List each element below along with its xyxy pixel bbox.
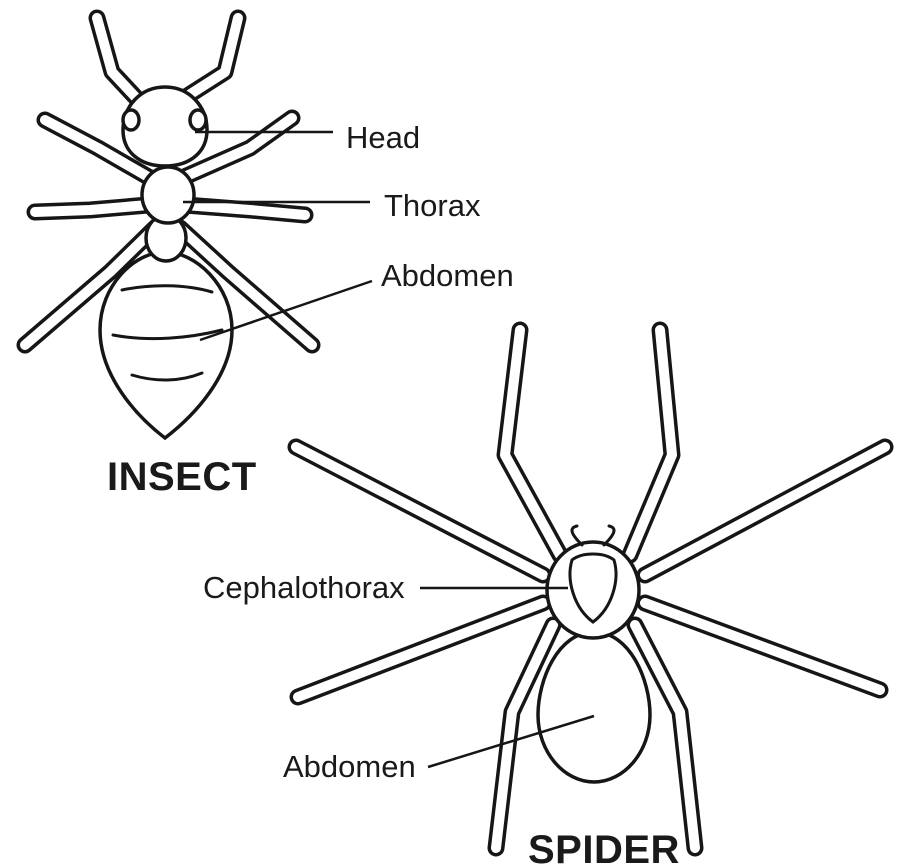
spider-label-abdomen: Abdomen (283, 749, 416, 784)
insect-eye-right (190, 110, 206, 130)
spider-label-cephalothorax: Cephalothorax (203, 570, 405, 605)
spider-pedipalp-right (604, 526, 614, 545)
spider-pedipalp-left (572, 526, 582, 545)
spider-abdomen-shape (538, 632, 650, 782)
insect-label-abdomen: Abdomen (381, 258, 514, 293)
insect-eye-left (123, 110, 139, 130)
insect-title: INSECT (107, 455, 257, 499)
insect-label-thorax: Thorax (384, 188, 481, 223)
insect-figure (25, 18, 312, 438)
insect-label-head: Head (346, 120, 420, 155)
insect-abdomen-shape (100, 252, 232, 438)
spider-title: SPIDER (528, 828, 680, 868)
spider-body (538, 526, 650, 782)
insect-thorax-shape (142, 167, 194, 223)
